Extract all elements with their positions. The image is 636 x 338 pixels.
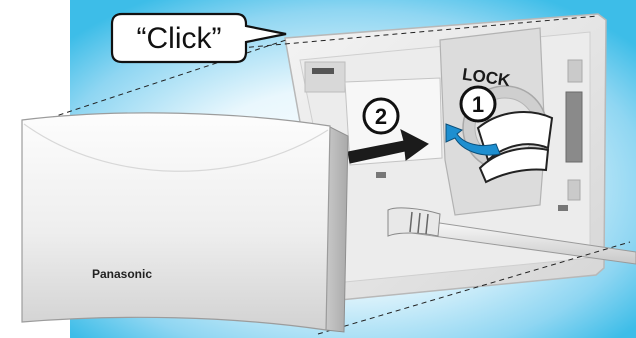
click-callout-text: “Click” <box>137 22 222 55</box>
step-1-number: 1 <box>472 92 484 117</box>
step-1-badge: 1 <box>461 87 495 121</box>
step-2-number: 2 <box>375 104 387 129</box>
front-cover <box>22 113 348 332</box>
step-2-badge: 2 <box>364 99 398 133</box>
brand-logo-text: Panasonic <box>92 267 152 281</box>
